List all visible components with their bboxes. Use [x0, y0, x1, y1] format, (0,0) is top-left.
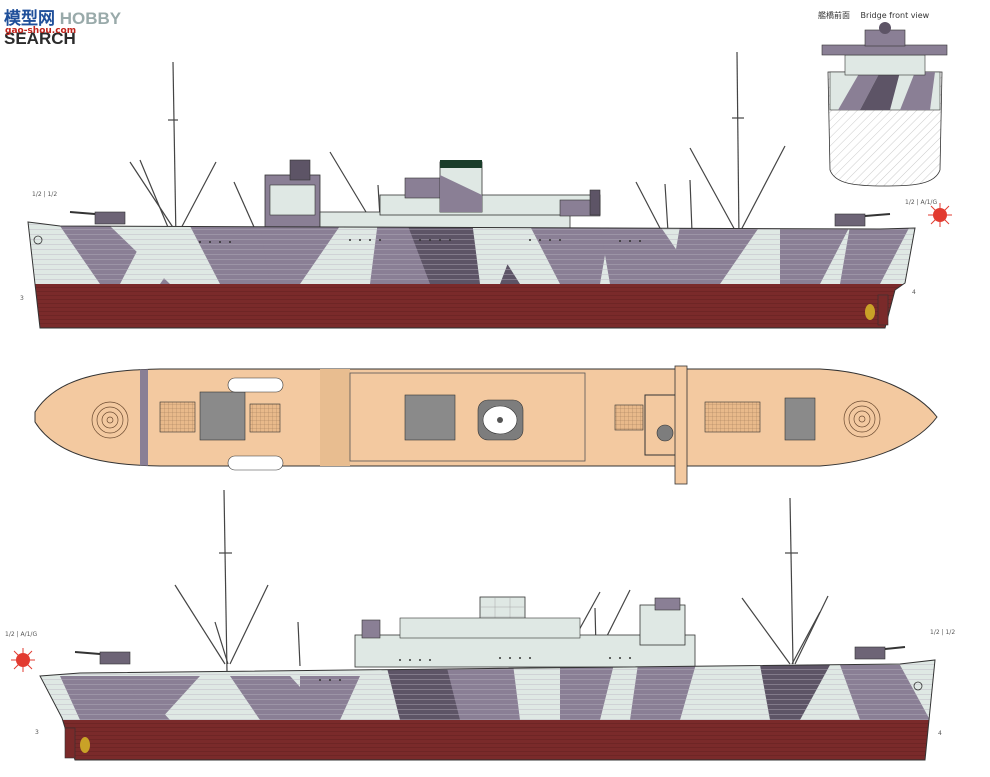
lower-draft-right: 4 — [938, 730, 942, 737]
logo-hobby: HOBBY — [59, 9, 121, 28]
upper-bow-marks: 1/2 | A/1/G — [905, 199, 938, 206]
logo-search: SEARCH — [4, 29, 76, 48]
lower-side-view — [11, 489, 936, 761]
upper-draft-right: 4 — [912, 289, 916, 296]
top-view — [34, 365, 938, 485]
logo-domain: gao-shou.com — [5, 26, 77, 36]
bridge-front-view-title: 艦橋前面 Bridge front view — [818, 10, 937, 21]
upper-side-view — [27, 51, 952, 329]
bridge-label-en: Bridge front view — [860, 11, 930, 20]
upper-draft-left: 3 — [20, 295, 24, 302]
upper-stern-marks: 1/2 | 1/2 — [32, 191, 58, 198]
bridge-label-cn: 艦橋前面 — [818, 11, 850, 20]
site-logo: 模型网 HOBBY SEARCH gao-shou.com — [4, 4, 174, 48]
lower-draft-left: 3 — [35, 729, 39, 736]
logo-wordmark: 模型网 HOBBY SEARCH — [4, 4, 174, 49]
lower-stern-marks: 1/2 | 1/2 — [930, 629, 956, 636]
bridge-front-view — [821, 22, 948, 187]
lower-bow-marks: 1/2 | A/1/G — [5, 631, 38, 638]
logo-cn: 模型网 — [4, 9, 55, 29]
